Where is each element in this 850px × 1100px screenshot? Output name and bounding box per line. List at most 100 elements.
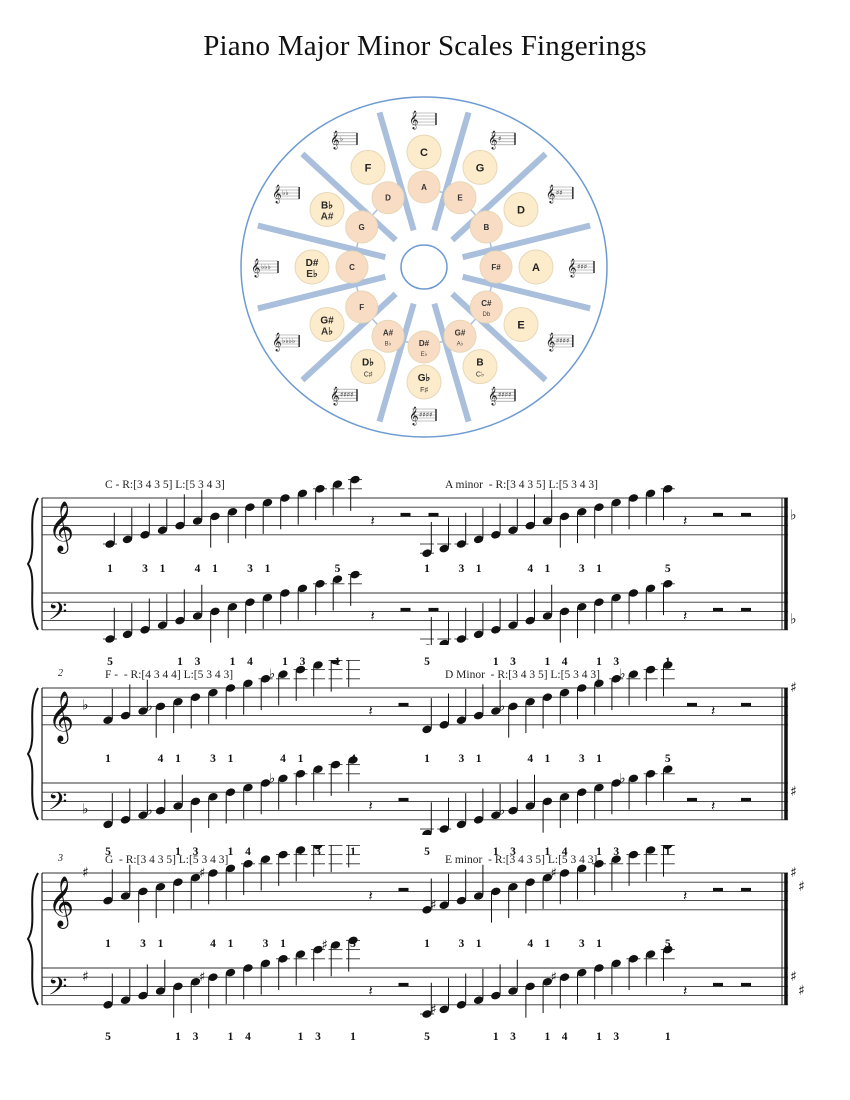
half-rest-icon [428, 607, 439, 612]
minor-key-11: D [371, 181, 405, 215]
svg-text:A: A [532, 262, 540, 274]
fingering-number: 1 [175, 1030, 181, 1043]
note-head [525, 982, 535, 991]
key-signature-icon: ♯ [790, 680, 797, 696]
note-head [208, 973, 218, 981]
flat-icon: ♭ [499, 804, 505, 819]
svg-text:D: D [517, 205, 525, 217]
key-signature-icon: 𝄞♯♯♯♯ [409, 406, 437, 426]
major-key-10: B♭A# [309, 192, 345, 227]
note-head [225, 864, 236, 873]
quarter-rest-icon: 𝄽 [369, 889, 373, 905]
fingering-number: 3 [510, 1030, 516, 1043]
circle-of-fifths: AEBF#C#DbG#A♭D#E♭A#B♭FCGDC𝄞G𝄞♯D𝄞♯♯A𝄞♯♯♯E… [240, 96, 608, 438]
svg-text:♯♯♯: ♯♯♯ [577, 263, 587, 271]
note-head [628, 774, 639, 783]
key-signature-icon: 𝄞♯ [488, 130, 516, 150]
fingering-number: 3 [262, 937, 269, 950]
note-head [491, 887, 501, 896]
note-head [105, 635, 115, 643]
note-head [577, 968, 587, 977]
fingering-number: 1 [544, 562, 551, 575]
treble-clef-icon: 𝄞 [48, 691, 74, 744]
note-head [330, 760, 341, 769]
fingering-number: 1 [544, 845, 551, 858]
fingering-number: 3 [578, 752, 585, 765]
note-head [280, 494, 290, 502]
major-key-7: D♭C♯ [350, 349, 386, 385]
scale-label: D Minor - R:[3 4 3 5] L:[5 3 4 3] [445, 669, 600, 681]
note-head [243, 860, 253, 868]
note-head [559, 793, 570, 801]
key-signature-icon: ♯ [790, 969, 797, 985]
note-head [278, 774, 288, 783]
note-head [245, 503, 255, 511]
system-number: 3 [58, 853, 63, 864]
fingering-number: 4 [561, 845, 568, 858]
note-head [663, 580, 673, 588]
quarter-rest-icon: 𝄽 [711, 704, 715, 720]
note-head [243, 783, 253, 792]
minor-key-5: G#A♭ [443, 319, 477, 353]
bass-clef-icon: 𝄢 [48, 788, 67, 823]
svg-text:𝄞: 𝄞 [251, 258, 260, 278]
fingering-number: 1 [424, 562, 430, 575]
half-rest-icon [687, 797, 697, 802]
svg-text:♯♯♯♯: ♯♯♯♯ [340, 391, 354, 399]
center-hole [400, 244, 448, 290]
half-rest-icon [398, 702, 409, 707]
fingering-number: 3 [613, 1030, 620, 1043]
note-head [594, 598, 604, 606]
fingering-number: 1 [596, 937, 602, 950]
fingering-number: 4 [527, 752, 534, 765]
svg-text:𝄞: 𝄞 [330, 386, 339, 406]
note-head [192, 517, 203, 525]
note-head [577, 684, 587, 692]
staff-system: 𝄞𝄢♯♯♯♯♯♯♯♯𝄽♯♯𝄽♯♯𝄽♯♯𝄽3G - R:[3 4 3 5] L:[… [0, 845, 850, 1043]
note-head [278, 670, 288, 678]
half-rest-icon [713, 982, 723, 987]
svg-text:♭: ♭ [340, 135, 343, 143]
fingering-number: 3 [192, 845, 199, 858]
note-head [208, 793, 218, 801]
half-rest-icon [741, 887, 751, 892]
bass-clef-icon: 𝄢 [48, 973, 67, 1008]
note-head [594, 679, 604, 688]
quarter-rest-icon: 𝄽 [371, 514, 375, 530]
half-rest-icon [713, 512, 723, 517]
note-head [594, 964, 604, 972]
note-head [120, 816, 131, 824]
note-head [439, 639, 449, 645]
note-head [243, 679, 253, 688]
svg-text:♯: ♯ [498, 135, 501, 143]
fingering-number: 1 [544, 937, 551, 950]
svg-text:C: C [420, 147, 428, 159]
svg-text:B: B [476, 358, 483, 369]
quarter-rest-icon: 𝄽 [369, 704, 373, 720]
fingering-number: 5 [664, 562, 671, 575]
note-head [456, 635, 467, 643]
svg-text:♯♯♯♯: ♯♯♯♯ [498, 391, 512, 399]
note-head [542, 693, 553, 701]
note-head [138, 707, 148, 715]
fingering-number: 1 [297, 752, 304, 765]
note-head [663, 485, 673, 493]
note-head [542, 797, 553, 806]
svg-text:F#: F# [491, 263, 501, 272]
note-head [313, 765, 323, 773]
note-head [473, 535, 484, 544]
note-head [628, 850, 639, 859]
note-head [439, 1005, 449, 1014]
fingering-number: 3 [192, 1030, 199, 1043]
fingering-number: 4 [245, 1030, 251, 1043]
fingering-number: 3 [140, 937, 146, 950]
half-rest-icon [398, 887, 409, 892]
note-head [508, 702, 518, 711]
major-key-3: A [518, 249, 554, 285]
note-head [295, 665, 306, 674]
fingering-number: 1 [544, 655, 551, 668]
note-head [473, 816, 484, 824]
svg-text:𝄞: 𝄞 [272, 332, 281, 352]
fingering-number: 1 [229, 655, 236, 668]
fingering-number: 1 [596, 655, 602, 668]
